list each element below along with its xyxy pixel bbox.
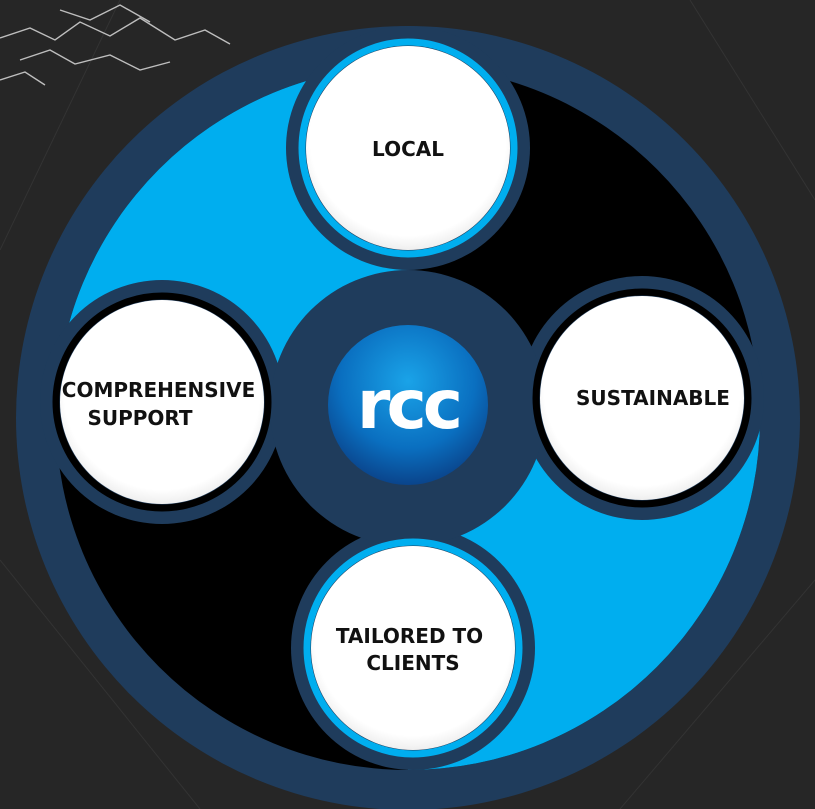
node-left: COMPREHENSIVE SUPPORT [60,300,264,504]
node-label-bottom: TAILORED TO CLIENTS [336,624,490,675]
node-accents [298,38,523,758]
node-top-line-1: LOCAL [372,137,444,161]
node-circle-top [306,46,510,250]
node-bottom-line-1: TAILORED TO [336,624,483,648]
node-dark-accents [52,288,752,512]
accent-left [52,292,272,512]
node-circle-bottom [311,546,515,750]
node-bottom: TAILORED TO CLIENTS [311,546,515,750]
node-label-left: COMPREHENSIVE SUPPORT [62,378,262,430]
center-logo: rcc [328,325,488,485]
node-circle-left [60,300,264,504]
node-label-top: LOCAL [372,137,444,161]
node-right-line-1: SUSTAINABLE [576,386,730,410]
accent-bottom [303,538,523,758]
logo-circle [328,325,488,485]
node-left-line-2: SUPPORT [87,406,192,430]
node-circle-right [540,296,744,500]
node-right: SUSTAINABLE [540,296,744,500]
accent-right [532,288,752,508]
node-top: LOCAL [306,46,510,250]
node-label-right: SUSTAINABLE [576,386,730,410]
node-bottom-line-2: CLIENTS [366,651,459,675]
node-left-line-1: COMPREHENSIVE [62,378,255,402]
accent-top [298,38,518,258]
logo-text: rcc [357,366,459,445]
lightning-decoration [0,4,231,86]
